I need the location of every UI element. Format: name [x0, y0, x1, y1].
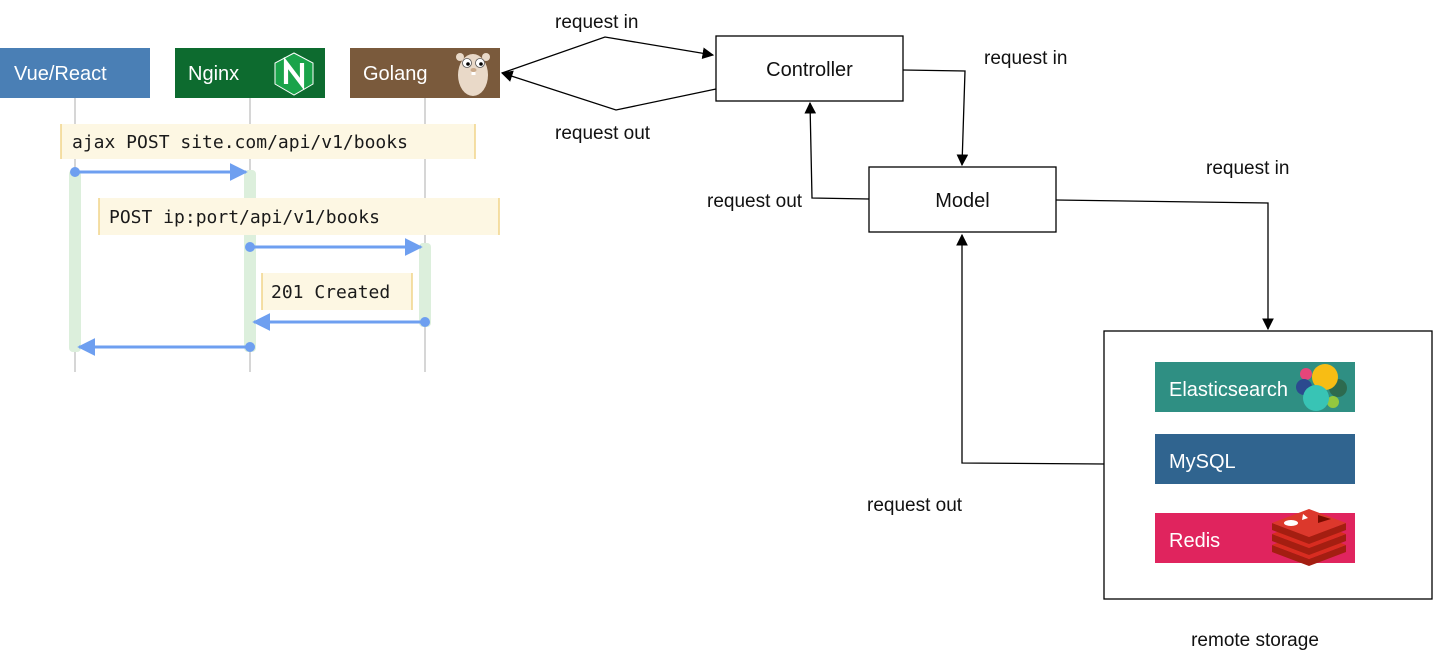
edge-label-model-to-controller: request out [707, 191, 803, 212]
participant-backend[interactable]: Golang [350, 48, 500, 98]
participant-frontend[interactable]: Vue/React [0, 48, 150, 98]
edge-model-to-storage [1055, 199, 1274, 331]
redis-label: Redis [1169, 530, 1220, 552]
storage-item-mysql[interactable]: MySQL [1155, 434, 1355, 484]
sequence-diagram: Vue/React Nginx Golang [0, 48, 500, 372]
storage-item-redis[interactable]: Redis [1155, 509, 1355, 566]
message-4 [77, 338, 255, 356]
edge-label-controller-to-golang: request out [555, 123, 651, 144]
edge-controller-to-golang [500, 70, 717, 111]
edge-label-model-to-storage: request in [1206, 158, 1289, 179]
activation-backend [419, 243, 431, 327]
storage-item-elasticsearch[interactable]: Elasticsearch [1155, 362, 1355, 412]
participant-frontend-box [0, 48, 150, 98]
edge-label-storage-to-model: request out [867, 495, 963, 516]
message-3-note [262, 273, 412, 310]
edge-golang-to-controller [501, 36, 715, 74]
controller-box [715, 35, 904, 102]
message-3-label: 201 Created [271, 282, 390, 303]
participant-proxy[interactable]: Nginx [175, 48, 325, 98]
nginx-logo-icon [274, 52, 314, 96]
redis-logo-icon [1272, 509, 1346, 566]
remote-storage-node[interactable]: Elasticsearch MySQL Redis [1103, 330, 1433, 600]
model-label: Model [935, 190, 989, 212]
message-2: POST ip:port/api/v1/books [98, 198, 500, 256]
message-1-note [61, 124, 475, 159]
message-1-label: ajax POST site.com/api/v1/books [72, 132, 408, 153]
message-2-label: POST ip:port/api/v1/books [109, 207, 380, 228]
edge-label-golang-to-controller: request in [555, 12, 638, 33]
message-1: ajax POST site.com/api/v1/books [60, 124, 476, 181]
remote-storage-caption: remote storage [1191, 630, 1319, 651]
flow-diagram: request in request out Controller reques… [500, 12, 1433, 651]
edge-label-controller-to-model: request in [984, 48, 1067, 69]
message-3: 201 Created [252, 273, 430, 331]
gopher-mascot-icon [456, 53, 490, 96]
activation-frontend [69, 170, 81, 352]
participant-backend-label: Golang [363, 63, 428, 85]
edge-controller-to-model [902, 69, 969, 167]
model-node[interactable]: Model [868, 166, 1057, 233]
mysql-bar [1155, 434, 1355, 484]
participant-proxy-label: Nginx [188, 63, 239, 85]
message-2-note [99, 198, 499, 235]
edge-model-to-controller [804, 101, 870, 200]
activation-proxy [244, 170, 256, 352]
elasticsearch-logo-icon [1296, 364, 1347, 411]
elasticsearch-label: Elasticsearch [1169, 379, 1288, 401]
model-box [868, 166, 1057, 233]
participant-frontend-label: Vue/React [14, 63, 107, 85]
edge-storage-to-model [956, 233, 1105, 465]
controller-node[interactable]: Controller [715, 35, 904, 102]
controller-label: Controller [766, 59, 853, 81]
mysql-label: MySQL [1169, 451, 1236, 473]
